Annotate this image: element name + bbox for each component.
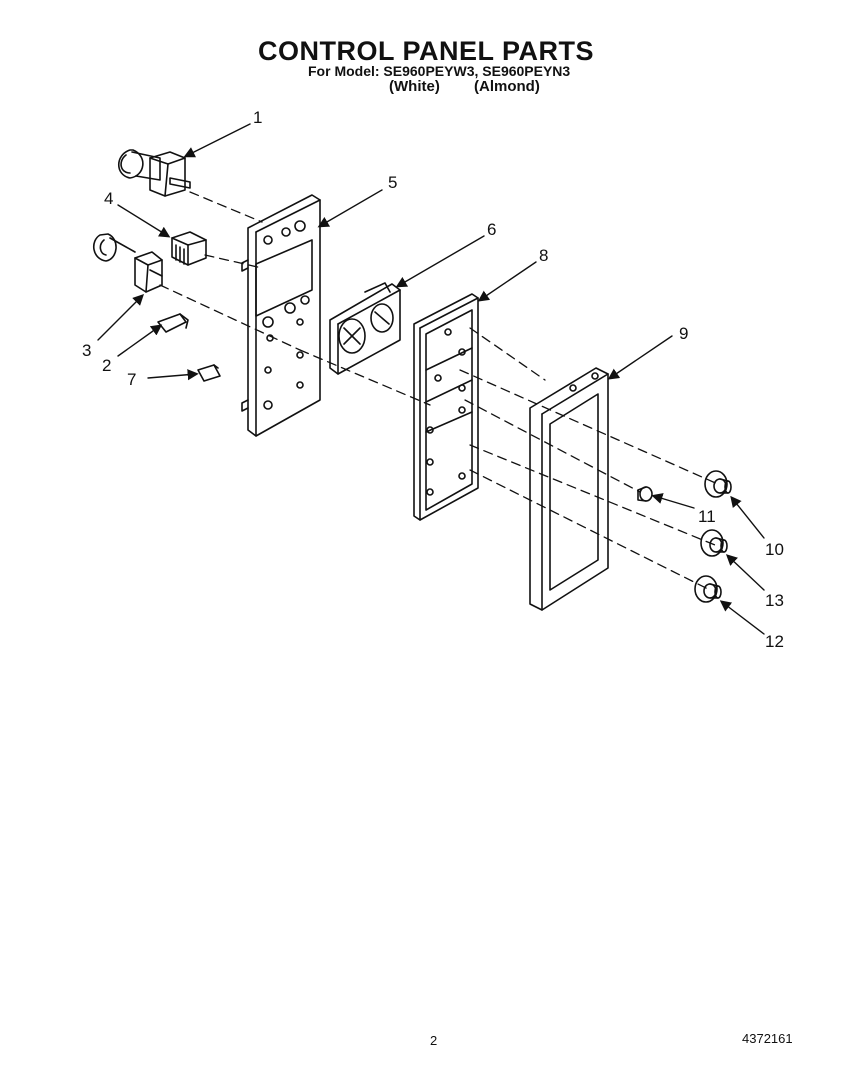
variant-almond: (Almond) bbox=[474, 78, 540, 95]
page-number: 2 bbox=[430, 1033, 438, 1048]
part-9-frame bbox=[529, 367, 609, 611]
assembly-lines bbox=[159, 191, 721, 591]
part-1-thermostat bbox=[117, 149, 191, 197]
callout-6: 6 bbox=[487, 220, 497, 239]
callout-10: 10 bbox=[765, 540, 784, 559]
page-title: CONTROL PANEL PARTS bbox=[257, 36, 595, 66]
callout-2: 2 bbox=[102, 356, 112, 375]
callout-9: 9 bbox=[679, 324, 689, 343]
part-8-overlay bbox=[413, 293, 479, 521]
callout-8: 8 bbox=[539, 246, 549, 265]
callout-12: 12 bbox=[765, 632, 784, 651]
model-line: For Model: SE960PEYW3, SE960PEYN3 bbox=[308, 63, 571, 79]
part-10-knob bbox=[704, 470, 732, 498]
part-7-spacer bbox=[197, 364, 221, 382]
part-2-insert bbox=[157, 313, 189, 333]
callout-4: 4 bbox=[104, 189, 114, 208]
callout-1: 1 bbox=[253, 108, 263, 127]
part-4-switch bbox=[171, 231, 207, 266]
part-13-knob bbox=[700, 529, 728, 557]
callout-7: 7 bbox=[127, 370, 137, 389]
part-11-knob bbox=[637, 486, 653, 502]
callout-13: 13 bbox=[765, 591, 784, 610]
part-3-thermostat bbox=[93, 233, 163, 293]
callout-11: 11 bbox=[698, 507, 716, 526]
part-5-bracket bbox=[241, 194, 321, 437]
part-6-timer bbox=[329, 282, 401, 375]
leader-lines bbox=[97, 123, 765, 635]
callout-5: 5 bbox=[388, 173, 398, 192]
part-12-knob bbox=[694, 575, 722, 603]
callout-3: 3 bbox=[82, 341, 92, 360]
document-number: 4372161 bbox=[742, 1031, 793, 1046]
variant-white: (White) bbox=[389, 78, 440, 95]
